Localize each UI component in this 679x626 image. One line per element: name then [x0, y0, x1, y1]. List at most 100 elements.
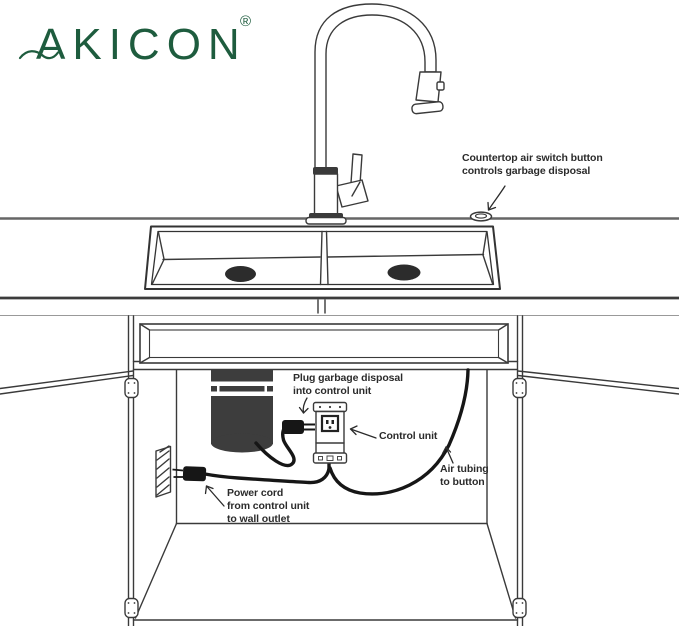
left-bowl-corner1 [157, 231, 165, 260]
disposal-plug [282, 420, 315, 434]
arrow-head [487, 201, 497, 211]
bottom-cap-mark1 [318, 456, 323, 461]
hinge-bottom-right [512, 597, 527, 619]
wall-outlet-hatch [156, 445, 170, 496]
hinge-dot [133, 382, 136, 384]
bottom-cap-mark2 [326, 455, 334, 461]
control-unit-socket [320, 414, 340, 433]
note-air-switch: Countertop air switch button controls ga… [462, 152, 603, 178]
drawer-front [139, 323, 509, 364]
top-cap-dot3 [338, 405, 342, 409]
note-line: to button [440, 476, 485, 489]
hinge-dot [127, 612, 130, 614]
hinge-dot [133, 602, 136, 604]
note-line: Power cord [227, 487, 284, 499]
plug-disposal-arrow [298, 397, 309, 414]
hinge-dot [521, 392, 524, 394]
air-switch-arrow [487, 185, 506, 211]
note-line: controls garbage disposal [462, 165, 591, 178]
bottom-cap-mark3 [337, 456, 342, 461]
faucet-handle-joint [335, 179, 369, 208]
right-drain [387, 264, 421, 281]
left-cabinet-door [0, 370, 134, 395]
spray-head-button [436, 81, 445, 91]
top-cap-dot1 [318, 405, 322, 409]
registered-trademark-symbol: ® [240, 13, 252, 30]
cabinet-frame [127, 315, 524, 626]
power-cord-arrow [204, 485, 225, 507]
right-bowl-corner1 [482, 231, 488, 256]
arrow-head [441, 446, 452, 455]
air-switch-inner [474, 213, 488, 219]
hinge-dot [515, 382, 518, 384]
faucet-body [313, 173, 339, 218]
note-plug-disposal: Plug garbage disposal into control unit [293, 372, 403, 398]
hinge-plate [124, 377, 139, 399]
hinge-dot [127, 382, 130, 384]
spray-nozzle [411, 101, 444, 115]
hinge-dot [515, 612, 518, 614]
drawer-bevel2 [497, 323, 509, 331]
socket-slot2 [331, 420, 334, 424]
left-drain [225, 266, 256, 282]
control-unit-arrow [349, 425, 377, 439]
hinge-bottom-left [124, 597, 139, 619]
arrow-head [349, 425, 358, 436]
right-door-top-edge2 [517, 374, 679, 395]
right-door-top-edge1 [517, 370, 679, 390]
disposal-clamp1 [217, 381, 220, 396]
cords [172, 368, 470, 496]
hinge-plate [512, 597, 527, 619]
left-bowl-corner2 [151, 258, 165, 285]
faucet-handle-lever [350, 153, 363, 185]
right-bowl-corner2 [482, 254, 494, 285]
arrow-line [487, 185, 506, 211]
arrow-head [298, 406, 309, 414]
air-switch-button [469, 211, 493, 222]
handle-joint-line [351, 181, 361, 197]
faucet-base-flange [305, 216, 347, 225]
hinge-dot [127, 602, 130, 604]
arrow-line [445, 446, 454, 464]
hinge-top-left [124, 377, 139, 399]
drawer-bevel3 [497, 356, 509, 364]
note-line: Air tubing [440, 463, 489, 475]
floor-left-diagonal [134, 522, 178, 619]
control-unit-bottom-cap [312, 452, 348, 464]
power-plug-body [182, 466, 207, 482]
note-control-unit: Control unit [379, 430, 437, 443]
hinge-dot [521, 382, 524, 384]
sink-divider-right [325, 230, 329, 286]
top-cap-dot2 [328, 405, 332, 409]
air-tubing-arrow [441, 446, 454, 464]
faucet-neck-joint [313, 167, 338, 175]
garbage-disposal [207, 370, 277, 453]
hinge-top-right [512, 377, 527, 399]
note-line: into control unit [293, 385, 372, 398]
power-plug [172, 466, 207, 482]
note-line: Plug garbage disposal [293, 372, 403, 384]
note-line: Countertop air switch button [462, 152, 603, 164]
socket-slot1 [326, 420, 329, 424]
right-bowl-back-edge [326, 253, 485, 258]
hinge-dot [521, 602, 524, 604]
power-plug-prong1 [172, 468, 184, 472]
hinge-plate [512, 377, 527, 399]
drawer-inner [148, 329, 500, 359]
sink-inner-rim [150, 230, 495, 286]
arrow-head [204, 485, 214, 495]
disposal-body [211, 370, 273, 444]
hinge-dot [133, 392, 136, 394]
disposal-band1 [207, 381, 277, 386]
left-bowl-back-edge [162, 256, 321, 261]
control-unit [312, 401, 348, 464]
logo-swash-icon [18, 50, 60, 60]
cabinet-interior [132, 369, 519, 621]
hinge-dot [515, 392, 518, 394]
note-line: from control unit [227, 500, 310, 513]
wall-outlet [155, 445, 172, 498]
left-door-top-edge2 [0, 374, 134, 395]
arrow-line [205, 485, 225, 507]
